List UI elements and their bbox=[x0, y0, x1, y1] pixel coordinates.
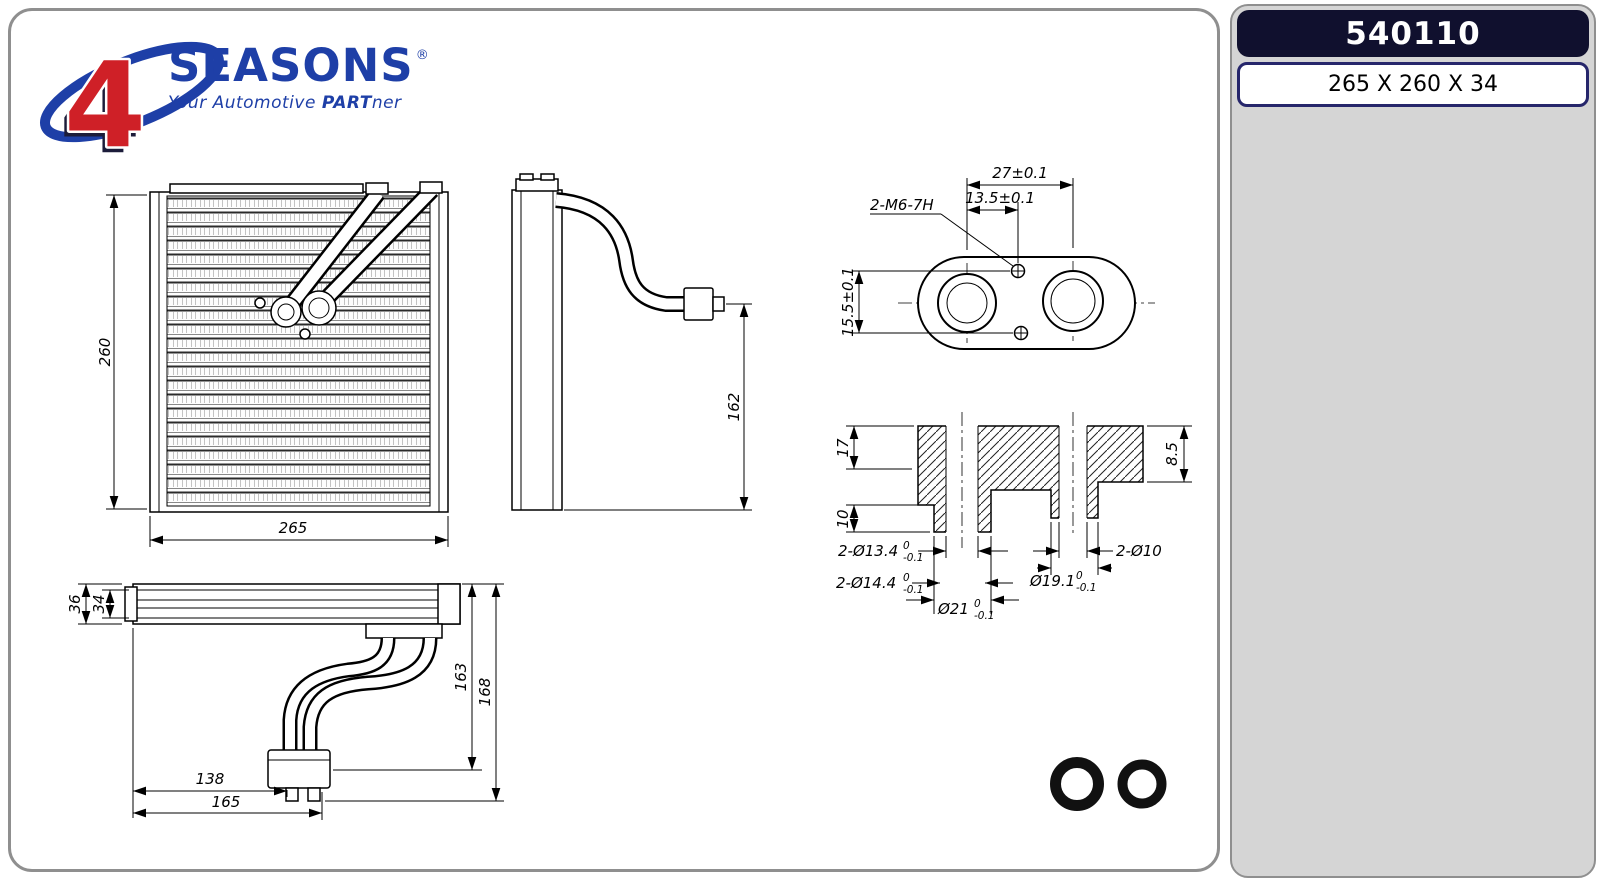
fitting-view: 27±0.1 13.5±0.1 2-M6-7H 15.5±0.1 bbox=[839, 164, 1155, 350]
part-dimensions-box: 265 X 260 X 34 bbox=[1237, 62, 1589, 107]
tagline-prefix: Your Automotive bbox=[168, 93, 322, 113]
logo-text: SEASONS® Your Automotive PARTner bbox=[168, 39, 429, 114]
dim-bolt-offset: 13.5±0.1 bbox=[965, 189, 1035, 207]
pipe-manifold bbox=[365, 623, 443, 639]
liquid-port bbox=[1042, 270, 1104, 332]
logo-numeral-4: 4 bbox=[64, 36, 146, 162]
tol-bottom-19-1: -0.1 bbox=[1076, 582, 1097, 594]
pipe-coupling bbox=[683, 287, 714, 321]
tol-bottom-14-4: -0.1 bbox=[903, 584, 924, 596]
front-view: 260 265 bbox=[96, 181, 449, 547]
suction-port bbox=[937, 273, 997, 333]
callout-bore-19-1: Ø19.1 bbox=[1029, 572, 1075, 590]
callout-bore-21: Ø21 bbox=[937, 600, 969, 618]
tol-top-19-1: 0 bbox=[1076, 570, 1083, 582]
dim-length-138: 138 bbox=[196, 770, 225, 788]
part-number: 540110 bbox=[1345, 15, 1481, 52]
dim-step-8-5: 8.5 bbox=[1163, 442, 1181, 466]
section-view: 17 10 8.5 2-Ø13.4 0 -0.1 2-Ø10 2-Ø14.4 0… bbox=[834, 412, 1192, 622]
tol-top-21: 0 bbox=[974, 598, 981, 610]
tol-top-14-4: 0 bbox=[903, 572, 910, 584]
dim-bolt-spacing: 15.5±0.1 bbox=[839, 267, 857, 337]
four-seasons-logo: 4 4 SEASONS® Your Automotive PARTner bbox=[30, 22, 429, 162]
callout-bore-13-4: 2-Ø13.4 bbox=[838, 542, 898, 560]
dim-port-spacing: 27±0.1 bbox=[992, 164, 1048, 182]
part-dimensions: 265 X 260 X 34 bbox=[1327, 72, 1499, 97]
dim-depth-10: 10 bbox=[834, 509, 852, 528]
dim-length-165: 165 bbox=[212, 793, 241, 811]
logo-tagline: Your Automotive PARTner bbox=[168, 93, 429, 113]
tol-top-13-4: 0 bbox=[903, 540, 910, 552]
registered-mark: ® bbox=[415, 48, 429, 63]
port-fitting bbox=[270, 296, 302, 328]
o-ring-small bbox=[1117, 759, 1167, 809]
tol-bottom-21: -0.1 bbox=[974, 610, 995, 622]
dim-depth-34: 34 bbox=[90, 594, 108, 613]
part-number-box: 540110 bbox=[1237, 10, 1589, 57]
tol-bottom-13-4: -0.1 bbox=[903, 552, 924, 564]
part-info-panel: 540110 265 X 260 X 34 bbox=[1230, 4, 1596, 878]
tagline-suffix: ner bbox=[371, 93, 402, 113]
callout-bore-14-4: 2-Ø14.4 bbox=[836, 574, 896, 592]
port-fitting bbox=[301, 290, 337, 326]
logo-mark: 4 4 bbox=[39, 34, 225, 162]
dim-depth-17: 17 bbox=[834, 438, 852, 458]
thread-callout: 2-M6-7H bbox=[870, 196, 934, 214]
dim-height-168: 168 bbox=[476, 678, 494, 707]
o-rings bbox=[1050, 757, 1167, 811]
dim-side-pipe-height: 162 bbox=[725, 393, 743, 422]
o-ring-large bbox=[1050, 757, 1104, 811]
logo-swoosh bbox=[39, 41, 225, 143]
connector-block bbox=[267, 749, 331, 789]
dim-front-height: 260 bbox=[96, 338, 114, 367]
dim-depth-36: 36 bbox=[66, 594, 84, 613]
logo-numeral-shadow: 4 bbox=[59, 42, 141, 162]
dim-height-163: 163 bbox=[452, 663, 470, 692]
callout-bore-10: 2-Ø10 bbox=[1116, 542, 1162, 560]
dim-front-width: 265 bbox=[279, 519, 308, 537]
bottom-view: 36 34 138 165 163 168 bbox=[66, 583, 504, 820]
logo-brand: SEASONS bbox=[168, 39, 414, 92]
tagline-part: PART bbox=[321, 93, 372, 113]
side-view: 162 bbox=[511, 173, 752, 511]
